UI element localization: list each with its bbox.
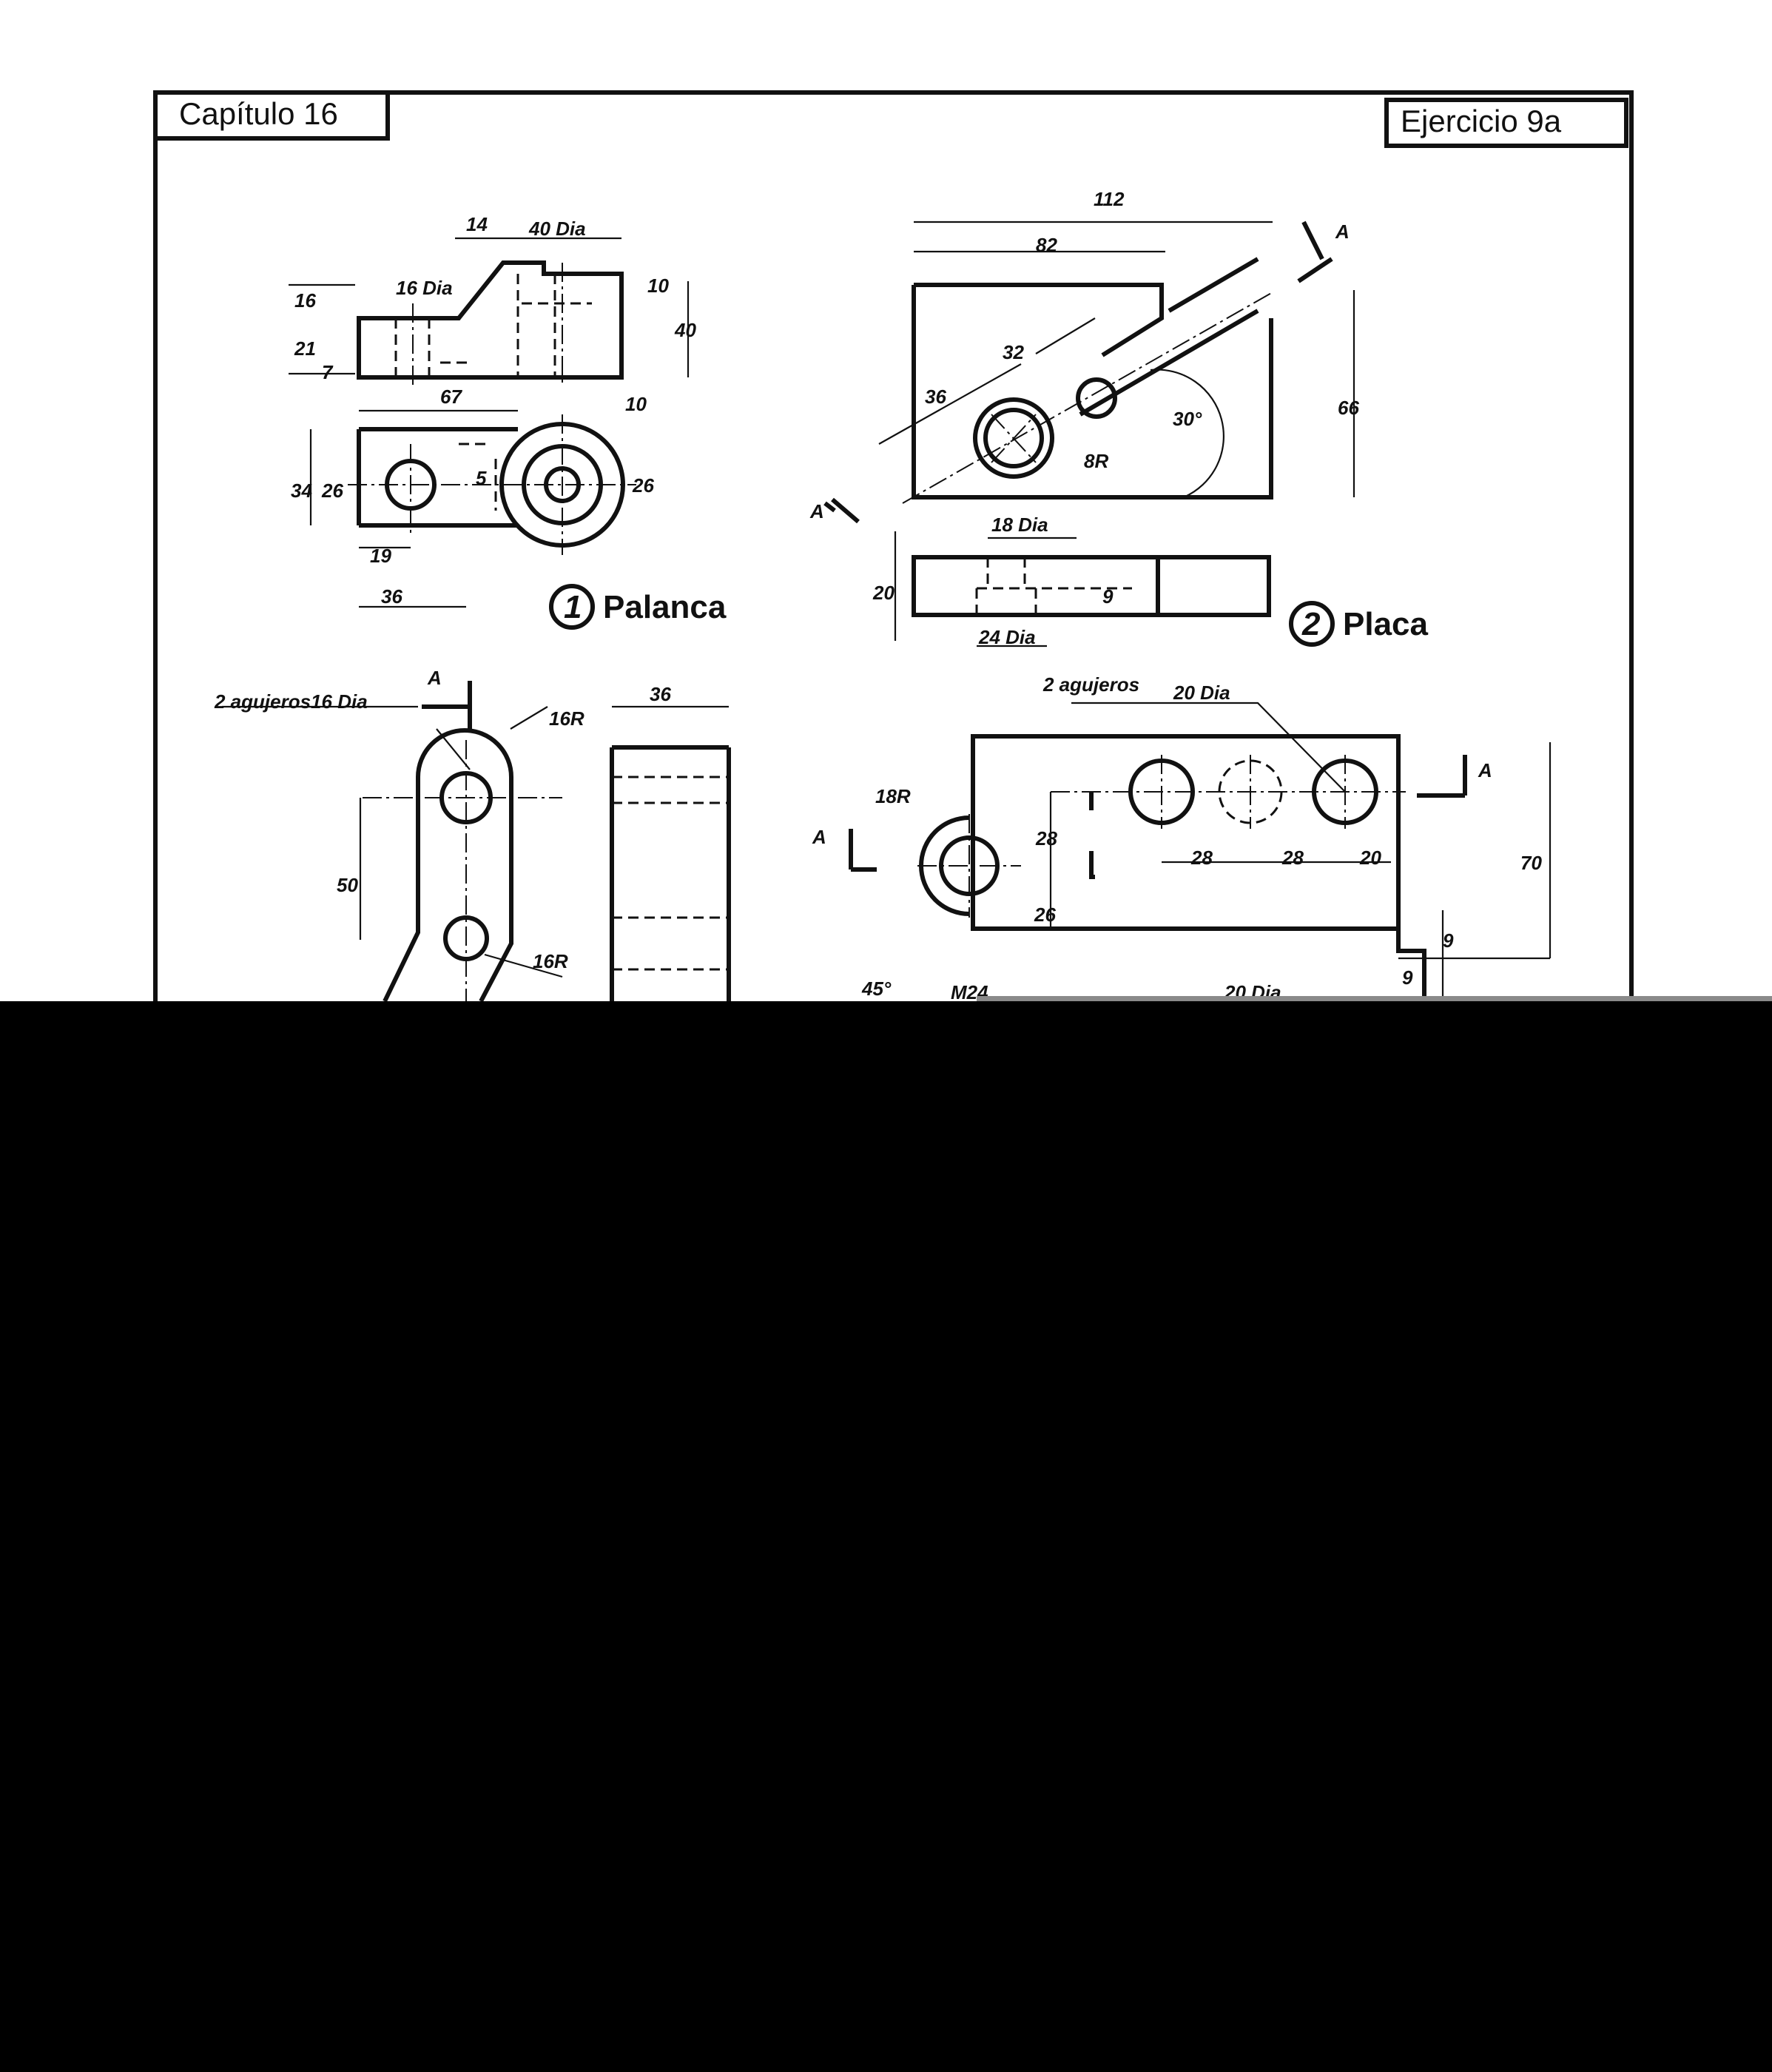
section-arrow-icon [823,221,1333,524]
part3-holes-note: 2 agujeros16 Dia [214,690,368,713]
palanca-dim-26b: 26 [632,474,654,497]
part4-center-lines [917,755,1406,918]
part3-center-lines [363,740,562,1001]
part-3: 2 agujeros16 Dia A 16R 36 50 16R [214,667,731,1001]
palanca-dim-34: 34 [291,480,312,502]
palanca-dim-21: 21 [294,337,316,360]
palanca-front-hidden [394,274,592,377]
chapter-title: Capítulo 16 [179,96,338,131]
placa-dim-30deg: 30° [1173,408,1202,430]
part-number-circle-icon [1289,601,1335,647]
placa-dim-24dia: 24 Dia [978,626,1036,648]
placa-section-a-bottom: A [809,500,824,522]
section-arrow-icon [422,681,472,729]
drawing-sheet: Capítulo 16 Ejercicio 9a 14 40 Dia 16 Di… [0,0,1772,1001]
part4-dim-26: 26 [1034,904,1056,926]
placa-dim-112: 112 [1094,188,1125,210]
part3-dim-16r: 16R [549,707,585,730]
section-arrow-icon [849,755,1467,872]
scan-cut-edge [977,996,1772,1002]
part3-dim-lines [222,705,563,978]
exercise-title: Ejercicio 9a [1401,104,1562,138]
part4-front-view [971,734,1426,1001]
part4-dim-20dia: 20 Dia [1173,682,1230,704]
part3-dim-50: 50 [337,874,358,896]
part4-dim-45deg: 45° [861,978,892,1000]
part4-step [1089,792,1095,879]
palanca-name: Palanca [603,589,727,625]
placa-dim-20: 20 [872,582,895,604]
palanca-top-view [357,427,518,528]
palanca-dim-10b: 10 [625,393,647,415]
part4-dim-9a: 9 [1443,929,1454,952]
part3-side-hidden [612,776,729,971]
palanca-dim-lines [289,237,690,608]
placa-number: 2 [1301,606,1321,642]
palanca-dim-10: 10 [647,275,669,297]
placa-dim-66: 66 [1338,397,1359,419]
part4-dim-9b: 9 [1402,966,1413,989]
placa-hole-inner [983,408,1044,468]
placa-section-a-top: A [1335,221,1350,243]
placa-front-view [912,283,1273,500]
placa-dim-36: 36 [925,386,946,408]
part4-section-a-left: A [812,826,826,848]
part4-dim-18r: 18R [875,785,911,807]
technical-drawing: Capítulo 16 Ejercicio 9a 14 40 Dia 16 Di… [153,90,1634,1001]
part4-dim-70: 70 [1520,852,1542,874]
part3-side-view [610,745,731,1001]
placa-dim-8r: 8R [1084,450,1108,472]
palanca-dim-16: 16 [294,289,316,312]
palanca-dim-40: 40 [674,319,696,341]
placa-name: Placa [1343,606,1429,642]
placa-side-dims [894,531,1077,648]
placa-dim-9: 9 [1102,585,1114,608]
palanca-dim-14: 14 [466,213,488,235]
part-number-circle-icon [549,584,595,630]
sheet-frame [153,90,1634,1001]
black-background [0,1001,1772,2072]
part4-dim-28b: 28 [1281,847,1304,869]
part4-dim-20: 20 [1359,847,1381,869]
part3-dim-16r-b: 16R [533,950,568,972]
palanca-dim-40dia: 40 Dia [528,218,586,240]
palanca-top-center [348,414,636,555]
part3-arm-outline [383,728,513,1001]
part-palanca: 14 40 Dia 16 Dia 16 10 40 21 7 67 10 34 … [289,213,727,630]
part-4: 2 agujeros 20 Dia 18R A A 28 26 28 28 20… [812,673,1552,1001]
part-placa: 112 82 A 36 32 8R 30° 66 A 18 Dia 20 9 2… [809,188,1429,648]
placa-slot [1079,257,1259,417]
palanca-dim-7: 7 [322,361,334,383]
exercise-box [1384,98,1628,148]
part4-dim-28-vert: 28 [1035,827,1057,850]
part3-section-a: A [427,667,442,689]
placa-dim-32: 32 [1003,341,1024,363]
palanca-dim-67: 67 [440,386,462,408]
placa-dim-lines [878,221,1355,499]
palanca-front-view [357,260,624,380]
palanca-dim-19: 19 [370,545,391,567]
part4-section-a-right: A [1478,759,1492,781]
placa-center-lines [902,292,1273,504]
part4-dim-28a: 28 [1190,847,1213,869]
placa-hole-outer [973,397,1054,479]
chapter-box [153,90,390,141]
palanca-number: 1 [564,589,582,625]
placa-side-view [912,555,1271,617]
palanca-dim-36: 36 [381,585,402,608]
palanca-dim-26: 26 [321,480,343,502]
part3-dim-36: 36 [650,683,671,705]
palanca-front-center [412,263,563,385]
part4-holes-note: 2 agujeros [1042,673,1139,696]
placa-dim-18dia: 18 Dia [991,514,1048,536]
palanca-dim-5: 5 [476,467,487,489]
placa-dim-82: 82 [1036,234,1057,256]
palanca-dim-16dia: 16 Dia [396,277,453,299]
part4-dim-lines [1049,702,1552,1001]
placa-slot-end [1076,377,1117,419]
